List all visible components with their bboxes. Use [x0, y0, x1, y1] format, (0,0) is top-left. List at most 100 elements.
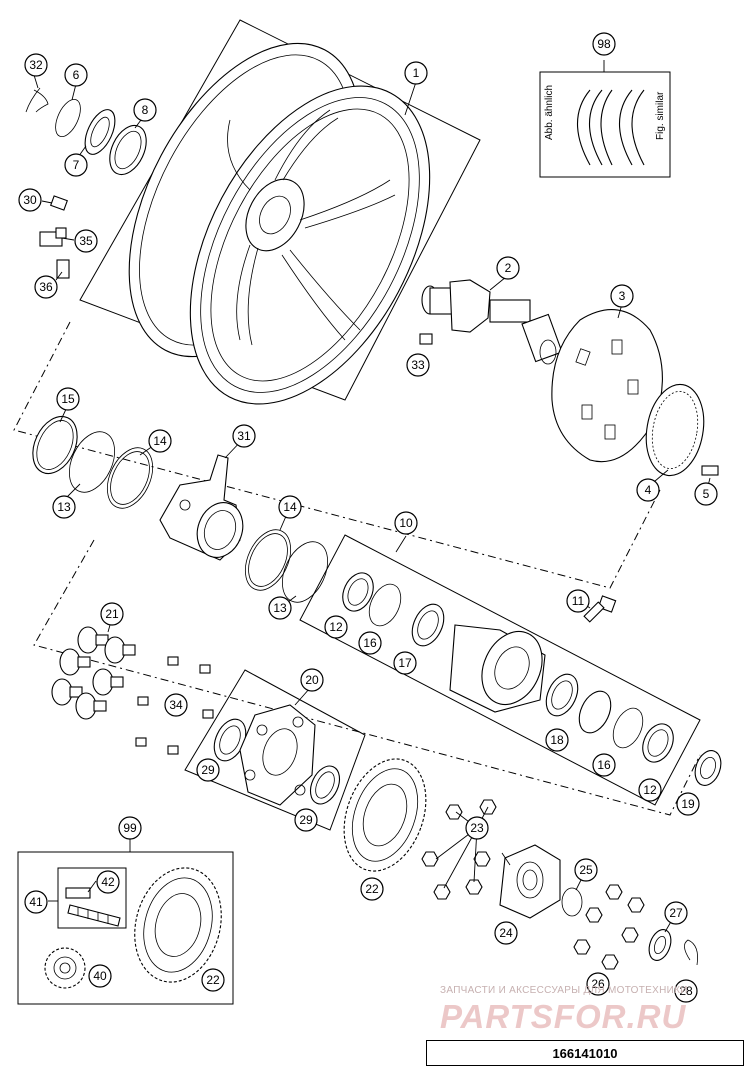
- callout-number: 14: [153, 434, 167, 448]
- cush-drive-dampers: [51, 626, 136, 720]
- callout-number: 35: [79, 234, 93, 248]
- brake-pad-arcs: [576, 89, 645, 166]
- callout-number: 34: [169, 698, 183, 712]
- callout-number: 8: [142, 103, 149, 117]
- callout-number: 41: [29, 895, 43, 909]
- callout-c24: 24: [494, 921, 518, 945]
- callout-c42: 42: [96, 870, 120, 894]
- callout-number: 14: [283, 500, 297, 514]
- sprocket-carrier-frame: [184, 669, 366, 831]
- wheel-axle: [419, 279, 563, 365]
- callout-c8: 8: [133, 98, 157, 122]
- callout-number: 11: [572, 594, 585, 608]
- callout-number: 29: [299, 813, 313, 827]
- sprocket-nuts-23: [421, 799, 497, 900]
- callout-c36: 36: [34, 275, 58, 299]
- callout-c29b: 29: [294, 808, 318, 832]
- fig-similar-de: Abb. ähnlich: [544, 85, 555, 140]
- callout-number: 7: [73, 158, 80, 172]
- callout-number: 27: [669, 906, 683, 920]
- valve-stem-parts: [39, 195, 70, 279]
- adapter-washer: [561, 887, 583, 917]
- callout-c41: 41: [24, 890, 48, 914]
- sprocket-adapter: [499, 844, 561, 919]
- callout-c32: 32: [24, 53, 48, 77]
- callout-number: 99: [123, 821, 137, 835]
- callout-c21: 21: [100, 602, 124, 626]
- reference-number: 166141010: [426, 1040, 744, 1066]
- callout-number: 12: [329, 620, 343, 634]
- rear-sprocket-center: [343, 758, 427, 872]
- callout-number: 26: [591, 977, 605, 991]
- callout-number: 10: [399, 516, 413, 530]
- brake-disc: [551, 309, 663, 463]
- sprocket-carrier: [213, 704, 341, 806]
- callout-c3: 3: [610, 284, 634, 308]
- callout-c5: 5: [694, 482, 718, 506]
- callout-number: 18: [550, 733, 564, 747]
- callout-number: 3: [619, 289, 626, 303]
- callout-c16b: 16: [592, 753, 616, 777]
- chain-and-links: [65, 887, 121, 927]
- callout-number: 13: [57, 500, 71, 514]
- callout-number: 15: [61, 392, 75, 406]
- callout-c99: 99: [118, 816, 142, 840]
- callout-number: 19: [681, 797, 695, 811]
- assembly-path-upper: [13, 321, 661, 589]
- callout-c40: 40: [88, 964, 112, 988]
- callout-number: 42: [101, 875, 115, 889]
- callout-number: 22: [365, 882, 379, 896]
- callout-c18: 18: [545, 728, 569, 752]
- callout-c30: 30: [18, 188, 42, 212]
- callout-c14a: 14: [148, 429, 172, 453]
- callout-c12a: 12: [324, 615, 348, 639]
- callout-c20: 20: [300, 668, 324, 692]
- callout-c13a: 13: [52, 495, 76, 519]
- callout-number: 30: [23, 193, 37, 207]
- callout-c27: 27: [664, 901, 688, 925]
- callout-number: 16: [363, 636, 377, 650]
- abs-tone-ring: [645, 383, 719, 477]
- watermark-logo: PARTSFOR.RU: [440, 998, 687, 1035]
- fig-similar-en: Fig. similar: [655, 91, 666, 140]
- callout-number: 31: [237, 429, 251, 443]
- sprocket-carrier-bolts: [135, 656, 214, 755]
- callout-c13b: 13: [268, 596, 292, 620]
- callout-c31: 31: [232, 424, 256, 448]
- callout-number: 16: [597, 758, 611, 772]
- callout-c17: 17: [393, 651, 417, 675]
- callout-number: 98: [597, 37, 611, 51]
- clip-and-rings-top-left: [25, 87, 147, 176]
- callout-number: 24: [499, 926, 513, 940]
- nuts-26: [573, 884, 645, 970]
- callout-number: 1: [413, 66, 420, 80]
- callout-number: 29: [201, 763, 215, 777]
- callout-number: 32: [29, 58, 43, 72]
- chain-link-subframe: [57, 867, 127, 929]
- callout-c29a: 29: [196, 758, 220, 782]
- callout-c25: 25: [574, 858, 598, 882]
- left-seal-rings: [32, 415, 154, 509]
- callout-number: 36: [39, 280, 53, 294]
- callout-c1: 1: [404, 61, 428, 85]
- callout-c4: 4: [636, 478, 660, 502]
- callout-c22b: 22: [201, 968, 225, 992]
- callout-number: 25: [579, 863, 593, 877]
- front-sprocket: [44, 947, 86, 989]
- callout-c10: 10: [394, 511, 418, 535]
- callout-c12b: 12: [638, 778, 662, 802]
- callout-number: 2: [505, 261, 512, 275]
- callout-c7: 7: [64, 153, 88, 177]
- callout-c11: 11: [566, 589, 590, 613]
- rear-sprocket-kit: [134, 867, 222, 983]
- right-seal-rings: [244, 529, 329, 603]
- hub-bolt: [583, 595, 617, 623]
- assembly-path-lower: [33, 539, 701, 816]
- watermark-tagline: ЗАПЧАСТИ И АКСЕССУАРЫ ДЛЯ МОТОТЕХНИКИ: [440, 985, 688, 996]
- callout-number: 28: [679, 984, 693, 998]
- rear-wheel-rim: [128, 42, 431, 405]
- caliper-carrier: [159, 454, 244, 561]
- callout-c26: 26: [586, 972, 610, 996]
- axle-spacer: [694, 750, 722, 786]
